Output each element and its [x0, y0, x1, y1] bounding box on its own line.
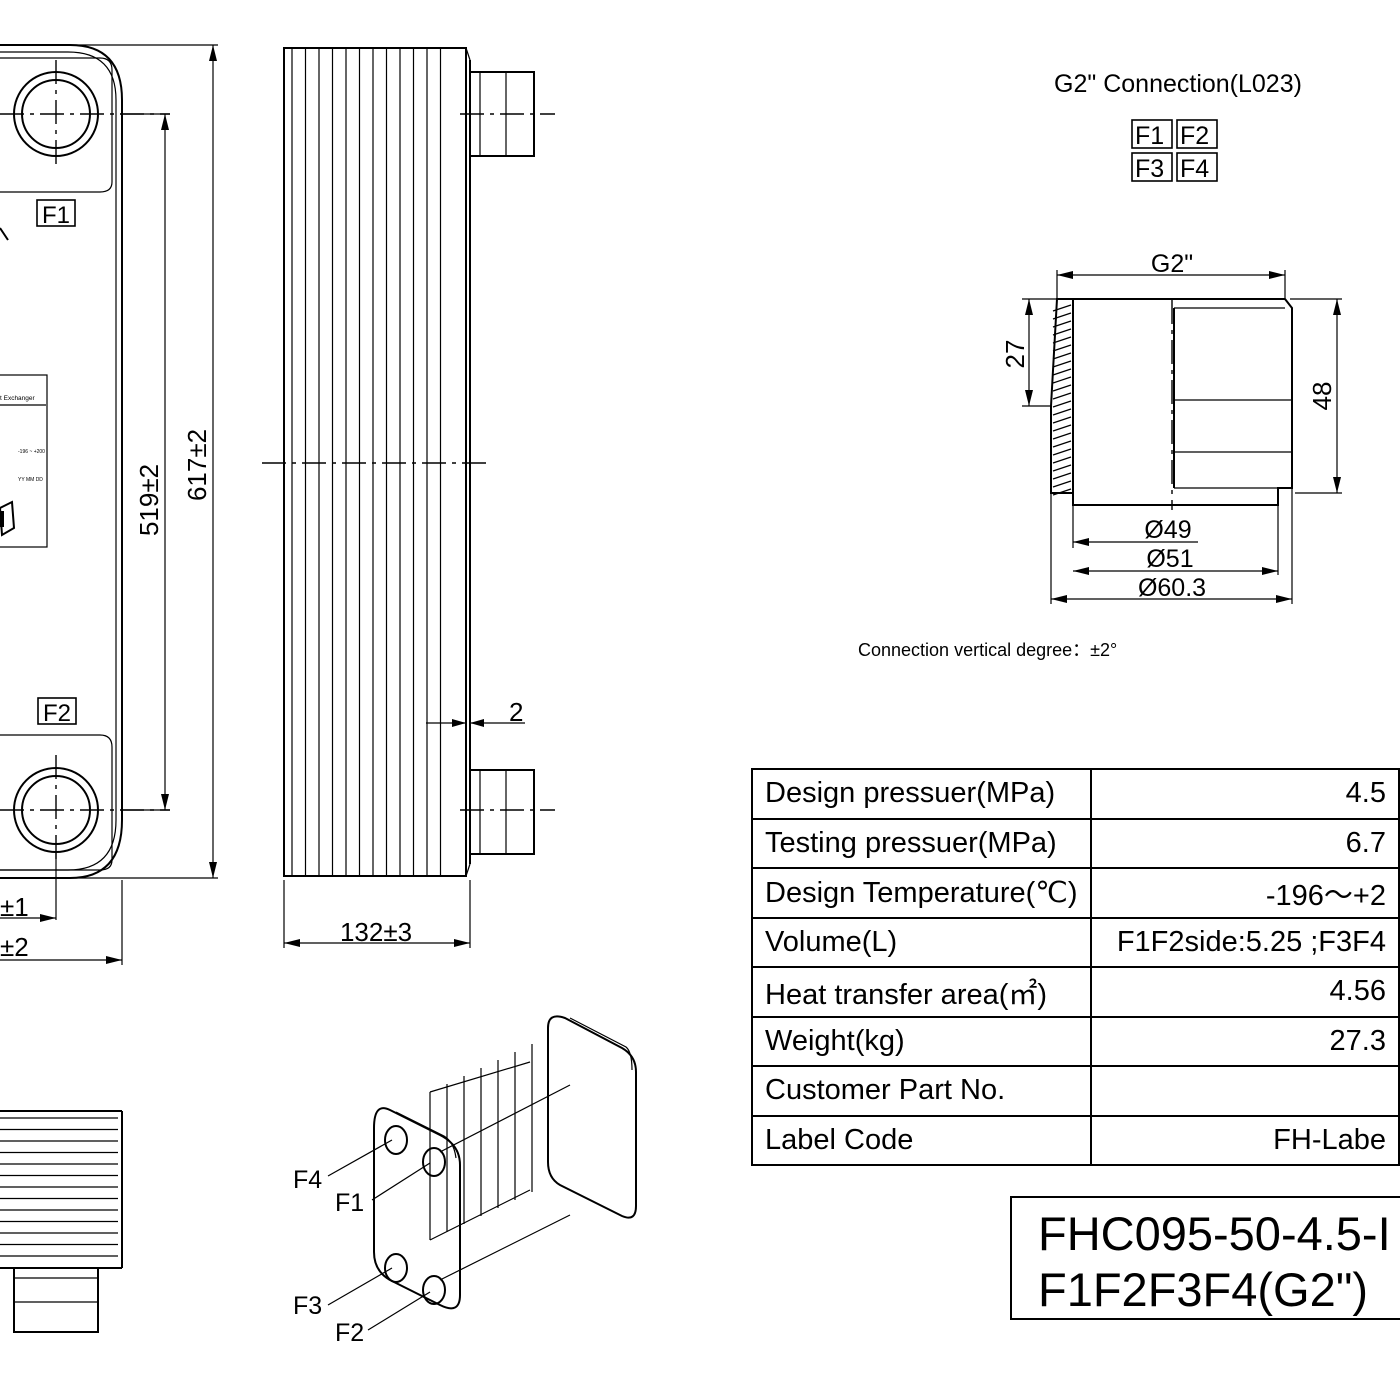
dim-port-spacing: 519±2: [134, 464, 164, 536]
thread-label: G2": [1151, 250, 1193, 278]
iso-front-plate: [373, 1107, 461, 1310]
dia-51: Ø51: [1146, 545, 1193, 573]
iso-port-f1: [422, 1147, 446, 1177]
iso-callout-f3: F3: [293, 1292, 322, 1320]
spec-key: Testing pressuer(MPa): [750, 817, 1093, 869]
spec-value: 4.5: [1090, 768, 1400, 820]
dim-27: 27: [1000, 340, 1030, 369]
connection-note: Connection vertical degree：±2°: [858, 640, 1117, 660]
iso-view: F4 F1 F3 F2: [293, 1015, 637, 1347]
dim-thickness: 2: [509, 697, 523, 727]
spec-key: Design pressuer(MPa): [750, 768, 1093, 820]
model-line-2: F1F2F3F4(G2"): [1038, 1263, 1369, 1316]
iso-port-f3: [384, 1253, 408, 1283]
spec-value: 4.56: [1090, 966, 1400, 1018]
spec-row: Testing pressuer(MPa)6.7: [750, 817, 1400, 869]
spec-key: Label Code: [750, 1114, 1093, 1166]
f1-label-box: [36, 199, 76, 227]
spec-row: Design Temperature(℃)-196～+2: [750, 867, 1400, 919]
lower-port-panel: [0, 734, 113, 871]
iso-rear-plate: [547, 1015, 637, 1219]
upper-port-panel: [0, 57, 113, 193]
dia-49: Ø49: [1144, 516, 1191, 544]
plate-outline-inner: [0, 51, 117, 871]
spec-row: Customer Part No.: [750, 1065, 1400, 1117]
spec-value: F1F2side:5.25 ;F3F4: [1090, 916, 1400, 968]
spec-row: Weight(kg)27.3: [750, 1015, 1400, 1067]
nameplate: t Exchanger -196 ~ +200 YY MM DD: [0, 374, 48, 548]
model-line-1: FHC095-50-4.5-I: [1038, 1207, 1391, 1260]
fin-lines: [291, 48, 442, 876]
spec-key: Weight(kg): [750, 1015, 1093, 1067]
spec-row: Heat transfer area(㎡)4.56: [750, 966, 1400, 1018]
layout-f4: F4: [1180, 155, 1209, 183]
svg-text:YY MM DD: YY MM DD: [18, 477, 43, 483]
connection-detail: G2" Connection(L023) F1 F2 F3 F4 G2" 27: [858, 70, 1342, 660]
bottom-connection: [13, 1267, 99, 1333]
spec-key: Heat transfer area(㎡): [750, 966, 1093, 1018]
iso-port-f2: [422, 1275, 446, 1305]
dim-overall-height: 617±2: [182, 429, 212, 501]
connection-title: G2" Connection(L023): [1054, 70, 1302, 98]
plate-outline: [0, 44, 123, 879]
svg-text:-196 ~ +200: -196 ~ +200: [18, 449, 45, 455]
layout-f3: F3: [1135, 155, 1164, 183]
iso-callout-f4: F4: [293, 1166, 322, 1194]
spec-value: -196～+2: [1090, 867, 1400, 919]
iso-callout-f1: F1: [335, 1189, 364, 1217]
dia-60: Ø60.3: [1138, 574, 1206, 602]
thread-hatch: [1052, 304, 1072, 496]
side-view: 2 132±3: [262, 47, 555, 948]
spec-value: [1090, 1065, 1400, 1117]
spec-row: Design pressuer(MPa)4.5: [750, 768, 1400, 820]
spec-value: FH-Labe: [1090, 1114, 1400, 1166]
spec-key: Design Temperature(℃): [750, 867, 1093, 919]
svg-text:t Exchanger: t Exchanger: [0, 395, 36, 402]
bottom-view: [0, 1110, 123, 1333]
layout-f2: F2: [1180, 122, 1209, 150]
dim-bottom-1: ±1: [0, 892, 29, 922]
dim-depth: 132±3: [340, 917, 412, 947]
model-box: FHC095-50-4.5-I F1F2F3F4(G2"): [1010, 1196, 1400, 1320]
iso-callout-f2: F2: [335, 1319, 364, 1347]
f2-label-box: [37, 697, 77, 725]
spec-value: 6.7: [1090, 817, 1400, 869]
layout-f1: F1: [1135, 122, 1164, 150]
spec-value: 27.3: [1090, 1015, 1400, 1067]
pack-body: [283, 47, 467, 877]
dim-48: 48: [1307, 382, 1337, 411]
dim-bottom-2: ±2: [0, 932, 29, 962]
spec-key: Customer Part No.: [750, 1065, 1093, 1117]
f1-label: F1: [42, 202, 70, 229]
f2-label: F2: [43, 700, 71, 727]
iso-plate-lines: [429, 1044, 571, 1281]
spec-row: Volume(L)F1F2side:5.25 ;F3F4: [750, 916, 1400, 968]
iso-port-f4: [384, 1125, 408, 1155]
spec-key: Volume(L): [750, 916, 1093, 968]
front-view: F1 F2 t Exchanger -196 ~ +200 YY MM DD 5…: [0, 44, 218, 965]
lower-connection: [469, 769, 535, 855]
